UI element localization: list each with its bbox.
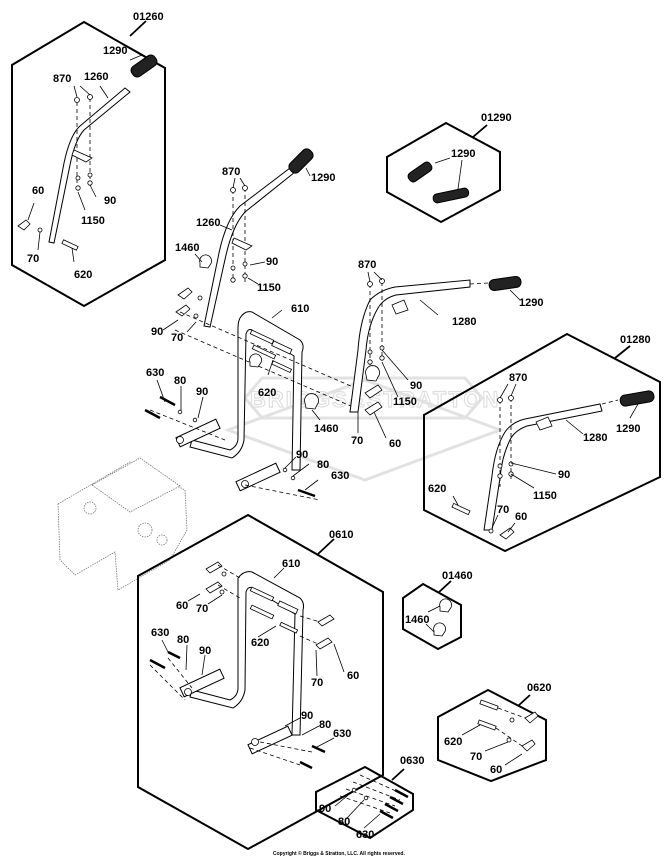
label-70: 70 xyxy=(311,677,323,689)
label-70: 70 xyxy=(470,751,482,763)
label-90: 90 xyxy=(296,449,308,461)
label-630: 630 xyxy=(151,627,169,639)
label-1150: 1150 xyxy=(81,215,105,227)
label-1460: 1460 xyxy=(314,423,338,435)
label-630: 630 xyxy=(333,728,351,740)
label-60: 60 xyxy=(32,185,44,197)
label-1260: 1260 xyxy=(196,217,220,229)
kit-label-01260: 01260 xyxy=(133,11,164,23)
label-80: 80 xyxy=(319,719,331,731)
main-assembly: 870 1290 1260 1460 90 1150 610 90 70 630… xyxy=(57,148,543,591)
label-80: 80 xyxy=(174,375,186,387)
label-1150: 1150 xyxy=(533,490,557,502)
label-1460: 1460 xyxy=(405,614,429,626)
grip-1290-main-b xyxy=(488,275,522,292)
label-90: 90 xyxy=(199,645,211,657)
label-1260: 1260 xyxy=(84,71,108,83)
label-60: 60 xyxy=(389,438,401,450)
label-620: 620 xyxy=(444,736,462,748)
kit-0630[interactable]: 0630 90 80 630 xyxy=(315,755,424,841)
grip-1290-b xyxy=(432,187,470,204)
label-630: 630 xyxy=(356,829,374,841)
kit-label-01280: 01280 xyxy=(620,334,651,346)
label-70: 70 xyxy=(171,332,183,344)
label-70: 70 xyxy=(351,435,363,447)
label-80: 80 xyxy=(177,634,189,646)
kit-label-01460: 01460 xyxy=(442,570,473,582)
grip-1290-a xyxy=(407,161,433,183)
kit-label-0630: 0630 xyxy=(400,755,424,767)
grip-1290 xyxy=(130,54,158,78)
label-60: 60 xyxy=(515,511,527,523)
label-1280: 1280 xyxy=(583,432,607,444)
label-870: 870 xyxy=(509,372,527,384)
label-70: 70 xyxy=(27,253,39,265)
label-70: 70 xyxy=(497,504,509,516)
label-80: 80 xyxy=(338,816,350,828)
label-90: 90 xyxy=(266,256,278,268)
label-610: 610 xyxy=(291,303,309,315)
copyright-text: Copyright © Briggs & Stratton, LLC. All … xyxy=(273,850,405,857)
label-610: 610 xyxy=(282,558,300,570)
kit-label-0620: 0620 xyxy=(527,682,551,694)
kit-label-01290: 01290 xyxy=(481,112,512,124)
label-1290: 1290 xyxy=(451,148,475,160)
kit-0610[interactable]: 0610 610 xyxy=(137,513,384,851)
label-1460: 1460 xyxy=(175,242,199,254)
label-620: 620 xyxy=(74,269,92,281)
kit-01460[interactable]: 01460 1460 xyxy=(402,570,473,651)
label-620: 620 xyxy=(258,387,276,399)
label-1290: 1290 xyxy=(103,45,127,57)
label-60: 60 xyxy=(347,670,359,682)
kit-0620[interactable]: 0620 620 70 60 xyxy=(437,682,551,783)
label-870: 870 xyxy=(358,259,376,271)
label-1290: 1290 xyxy=(311,172,335,184)
kit-label-0610: 0610 xyxy=(329,529,353,541)
label-870: 870 xyxy=(222,166,240,178)
label-60: 60 xyxy=(176,600,188,612)
label-1280: 1280 xyxy=(452,316,476,328)
kit-01260[interactable]: 01260 1290 870 1260 60 90 1150 70 620 xyxy=(11,11,166,308)
label-620: 620 xyxy=(251,637,269,649)
label-620: 620 xyxy=(428,483,446,495)
label-630: 630 xyxy=(146,367,164,379)
label-90: 90 xyxy=(410,380,422,392)
label-60: 60 xyxy=(490,764,502,776)
label-630: 630 xyxy=(331,470,349,482)
label-90: 90 xyxy=(151,326,163,338)
grip-1290-kit xyxy=(619,390,655,407)
label-1290: 1290 xyxy=(616,423,640,435)
label-70: 70 xyxy=(196,603,208,615)
label-90: 90 xyxy=(558,469,570,481)
label-90: 90 xyxy=(319,803,331,815)
label-870: 870 xyxy=(53,73,71,85)
label-90: 90 xyxy=(196,386,208,398)
kit-01290[interactable]: 01290 1290 xyxy=(386,112,512,224)
grip-1290-main-a xyxy=(288,148,314,174)
label-1150: 1150 xyxy=(257,282,281,294)
label-80: 80 xyxy=(317,459,329,471)
chassis-frame xyxy=(57,457,188,591)
label-90: 90 xyxy=(301,710,313,722)
kit-01280[interactable]: 01280 870 1290 1280 90 620 1150 70 60 xyxy=(423,332,661,553)
label-90: 90 xyxy=(104,195,116,207)
label-1290: 1290 xyxy=(519,297,543,309)
label-1150: 1150 xyxy=(393,396,417,408)
